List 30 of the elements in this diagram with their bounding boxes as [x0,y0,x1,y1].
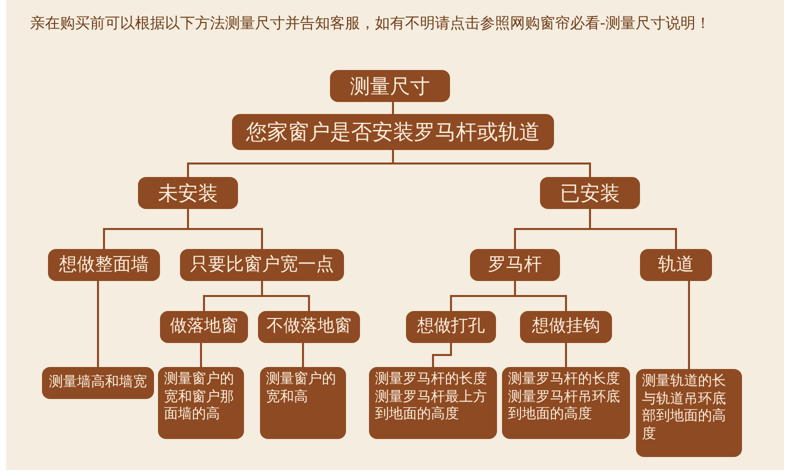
option-box: 想做挂钩 [520,311,612,343]
option-box: 想做整面墙 [48,249,160,281]
option-box: 只要比窗户宽一点 [180,249,344,281]
option-box: 想做打孔 [406,311,496,343]
instruction-box: 测量罗马杆的长度 测量罗马杆最上方到地面的高度 [369,367,497,439]
instruction-box: 测量罗马杆的长度 测量罗马杆吊环底到地面的高度 [502,367,630,439]
instruction-box: 测量轨道的长与轨道吊环底部到地面的高度 [636,369,742,457]
option-box: 您家窗户是否安装罗马杆或轨道 [232,114,554,150]
connector-line [200,343,202,367]
connector-line [514,281,567,311]
instruction-box: 测量窗户的宽和窗户那面墙的高 [158,367,244,439]
option-box: 测量尺寸 [330,70,450,102]
option-box: 未安装 [138,177,238,209]
connector-line [565,343,567,367]
connector-line [302,343,304,367]
option-box: 做落地窗 [160,311,248,343]
instruction-box: 测量窗户的宽和高 [260,367,346,439]
connector-line [392,102,394,114]
option-box: 不做落地窗 [258,311,360,343]
option-box: 已安装 [540,177,640,209]
option-box: 测量墙高和墙宽 [42,367,154,399]
connector-line [589,209,677,249]
option-box: 罗马杆 [470,249,560,281]
connector-line [432,343,452,367]
option-box: 轨道 [640,249,712,281]
connector-line [97,281,99,367]
connector-line [261,281,310,311]
connector-line [187,209,263,249]
title: 亲在购买前可以根据以下方法测量尺寸并告知客服，如有不明请点击参照网购窗帘必看-测量尺寸说明！ [30,14,712,33]
connector-line [688,281,690,369]
